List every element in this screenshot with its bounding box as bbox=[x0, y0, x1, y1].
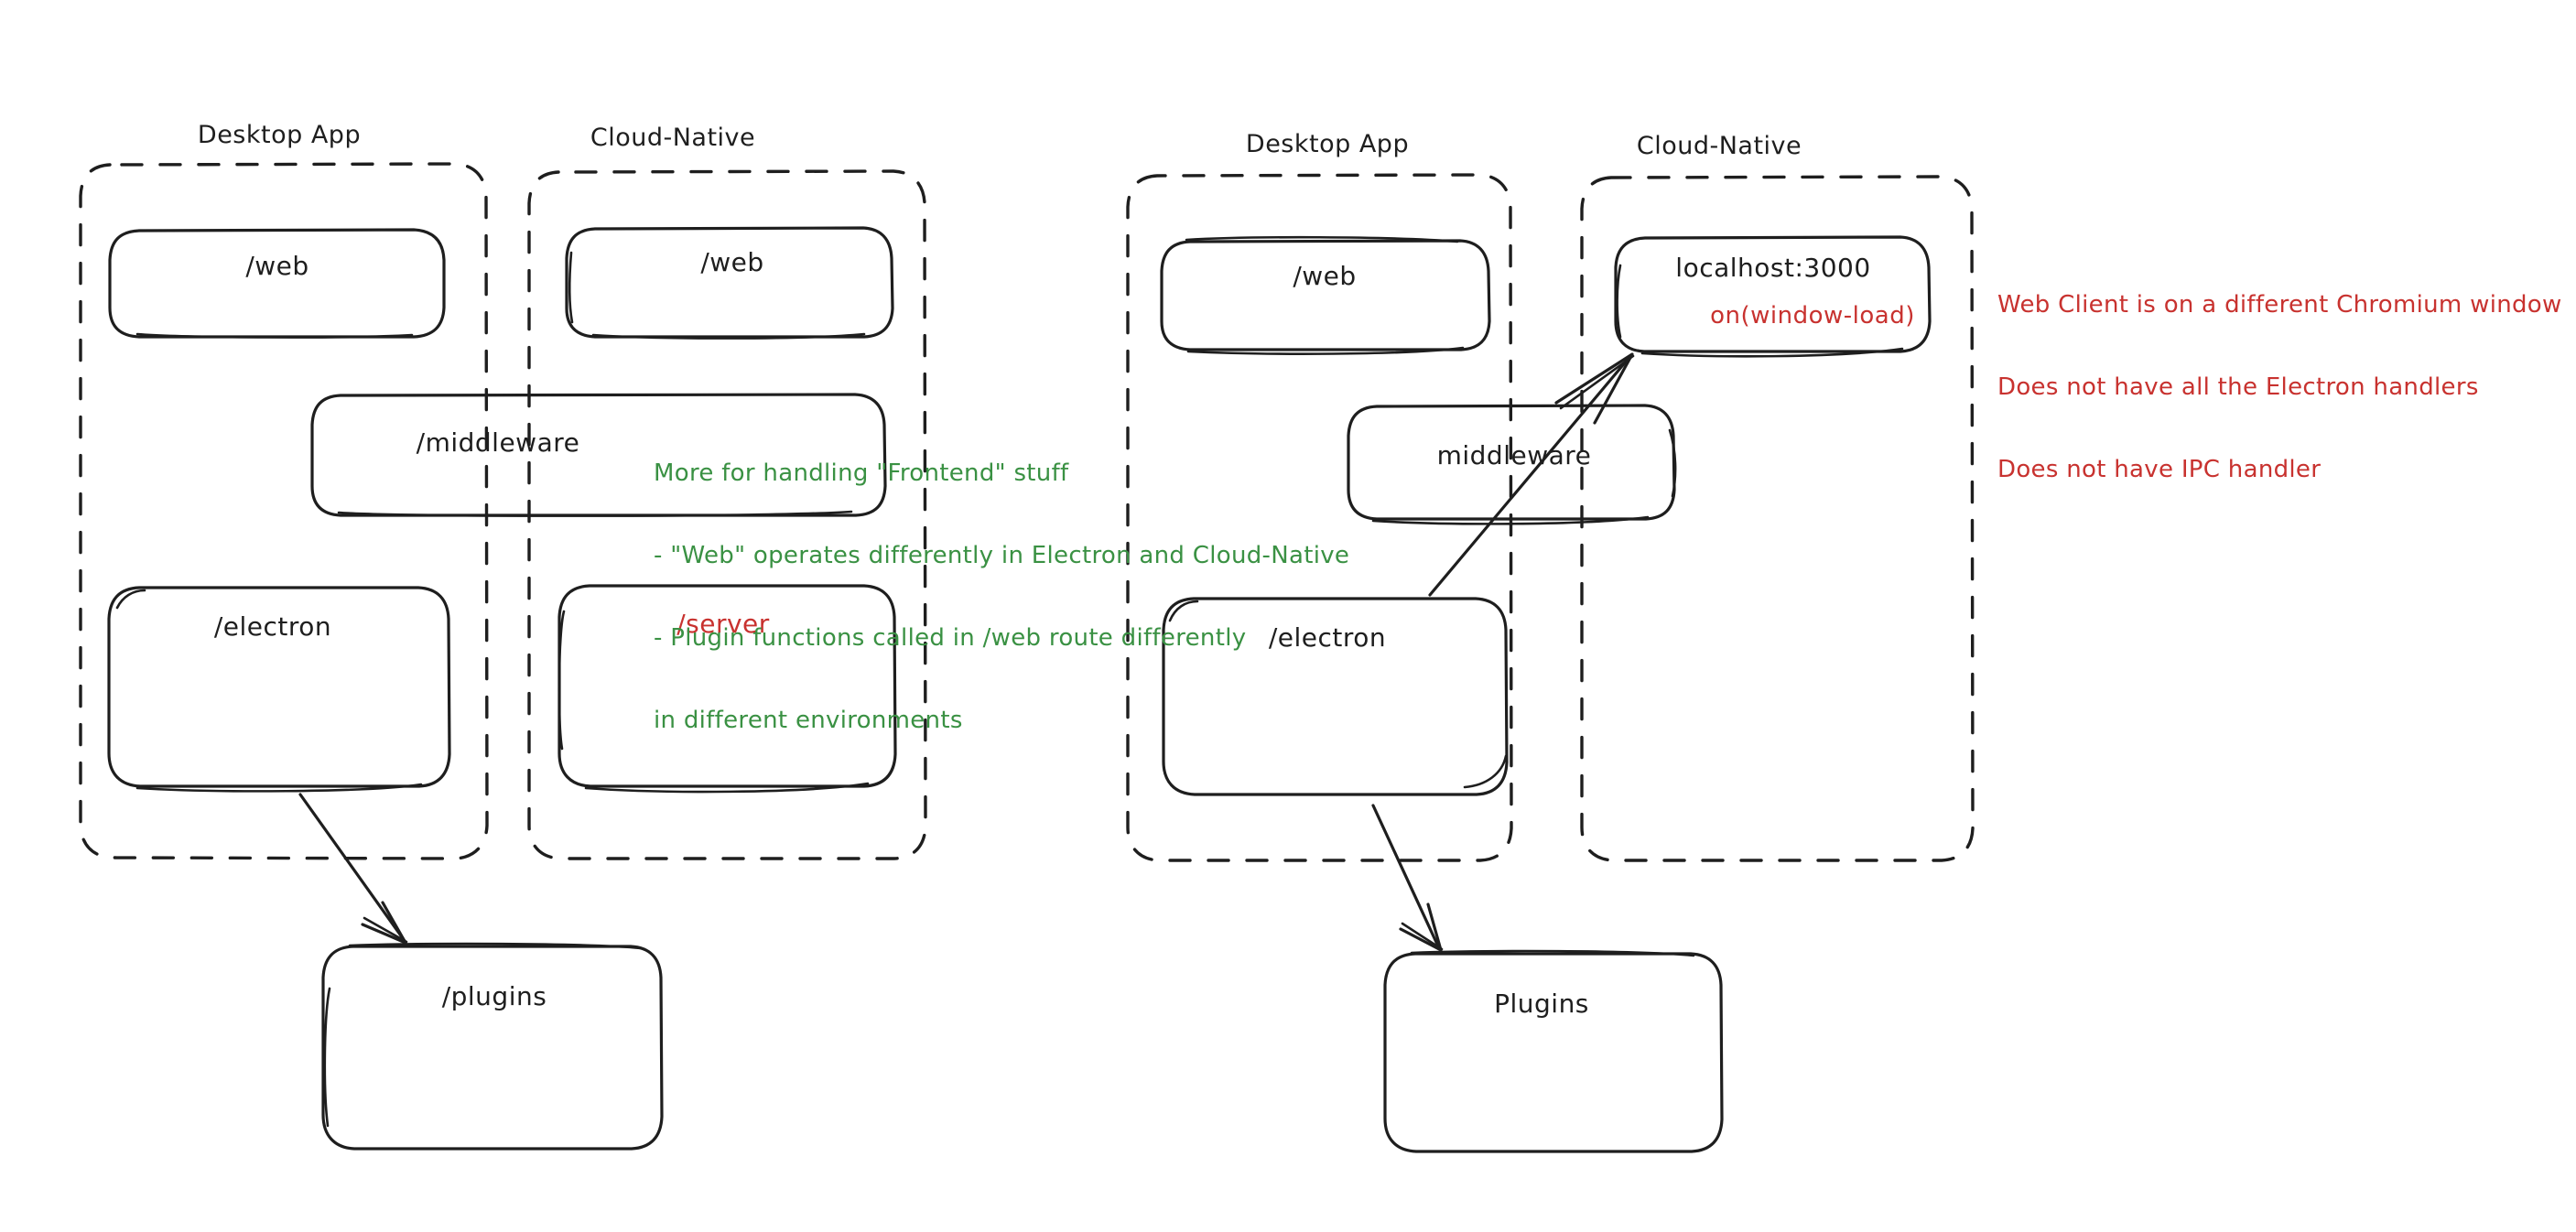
annotation-green-line-3: - Plugin functions called in /web route … bbox=[654, 624, 1247, 652]
node-right-desktop-web-border bbox=[1160, 235, 1491, 355]
edge-right-electron-to-plugins bbox=[1371, 804, 1444, 952]
annotation-red-line-2: Does not have all the Electron handlers bbox=[1997, 373, 2479, 401]
node-right-plugins-border bbox=[1383, 949, 1724, 1153]
annotation-green-note: More for handling "Frontend" stuff - "We… bbox=[654, 405, 1349, 789]
node-right-electron-border bbox=[1162, 597, 1509, 796]
node-left-cloud-web-border bbox=[565, 226, 894, 340]
node-left-plugins-border bbox=[321, 942, 664, 1151]
annotation-red-line-1: Web Client is on a different Chromium wi… bbox=[1997, 291, 2562, 319]
node-left-desktop-web-border bbox=[108, 228, 446, 339]
group-right-desktop-app-border bbox=[1126, 173, 1513, 862]
edge-left-electron-to-plugins bbox=[298, 793, 408, 945]
edge-right-electron-to-localhost bbox=[1428, 352, 1635, 597]
node-right-localhost-border bbox=[1614, 235, 1932, 358]
group-left-cloud-native-border bbox=[527, 169, 927, 860]
node-left-electron-border bbox=[107, 586, 451, 793]
annotation-red-note: Web Client is on a different Chromium wi… bbox=[1997, 236, 2562, 538]
annotation-green-line-1: More for handling "Frontend" stuff bbox=[654, 459, 1069, 487]
node-left-middleware-border bbox=[310, 393, 887, 517]
annotation-green-line-4: in different environments bbox=[654, 707, 963, 734]
group-left-desktop-app-border bbox=[79, 162, 489, 860]
annotation-red-line-3: Does not have IPC handler bbox=[1997, 456, 2322, 483]
group-right-cloud-native-border bbox=[1580, 175, 1975, 862]
node-right-middleware-border bbox=[1347, 404, 1677, 525]
node-left-server-border bbox=[557, 584, 897, 794]
annotation-green-line-2: - "Web" operates differently in Electron… bbox=[654, 542, 1350, 569]
